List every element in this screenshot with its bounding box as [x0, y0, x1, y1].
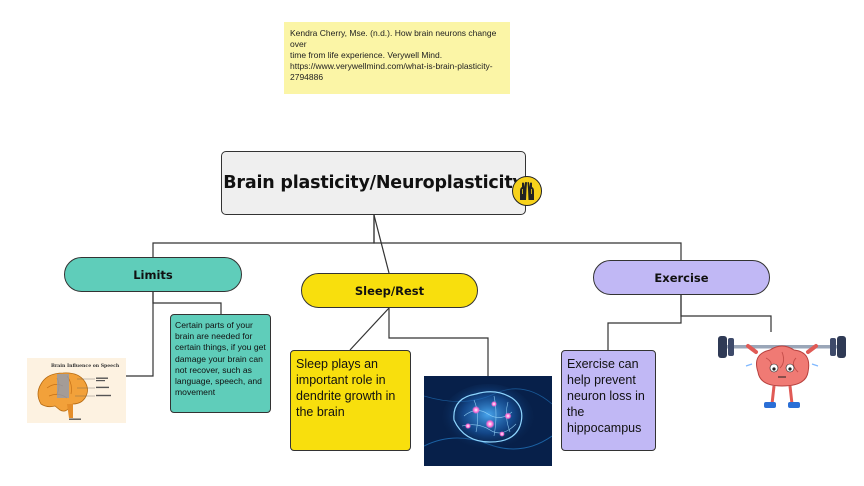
- citation-sticky-note[interactable]: Kendra Cherry, Mse. (n.d.). How brain ne…: [284, 22, 510, 94]
- citation-line-1: Kendra Cherry, Mse. (n.d.). How brain ne…: [290, 28, 497, 49]
- limits-label: Limits: [133, 267, 173, 282]
- exercise-branch-node[interactable]: Exercise: [593, 260, 770, 295]
- sleep-text-card[interactable]: Sleep plays an important role in dendrit…: [290, 350, 411, 451]
- exercise-text-card[interactable]: Exercise can help prevent neuron loss in…: [561, 350, 656, 451]
- sleep-text: Sleep plays an important role in dendrit…: [296, 357, 396, 419]
- brain-image-title: Brain Influence on Speech: [51, 363, 120, 369]
- sleep-label: Sleep/Rest: [354, 283, 425, 298]
- raised-hands-icon[interactable]: [512, 176, 542, 206]
- brain-speech-illustration[interactable]: Brain Influence on Speech: [27, 358, 126, 423]
- limits-text-card[interactable]: Certain parts of your brain are needed f…: [170, 314, 271, 413]
- central-topic-title: Brain plasticity/Neuroplasticity: [223, 173, 524, 193]
- glowing-neuron-brain-image[interactable]: [424, 376, 552, 466]
- citation-line-4: 2794886: [290, 72, 324, 82]
- limits-text: Certain parts of your brain are needed f…: [175, 320, 266, 398]
- central-topic-node[interactable]: Brain plasticity/Neuroplasticity: [221, 151, 526, 215]
- brain-lifting-barbell-illustration[interactable]: [716, 332, 848, 414]
- sleep-branch-node[interactable]: Sleep/Rest: [301, 273, 478, 308]
- exercise-label: Exercise: [654, 270, 709, 285]
- exercise-text: Exercise can help prevent neuron loss in…: [567, 357, 645, 435]
- citation-line-2: time from life experience. Verywell Mind…: [290, 50, 443, 60]
- citation-line-3: https://www.verywellmind.com/what-is-bra…: [290, 61, 493, 71]
- limits-branch-node[interactable]: Limits: [64, 257, 242, 292]
